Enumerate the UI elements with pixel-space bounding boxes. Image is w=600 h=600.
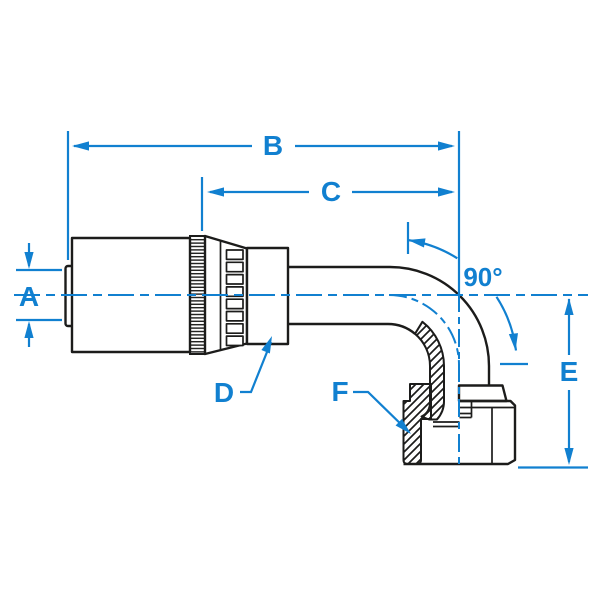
arrowhead	[261, 336, 272, 354]
leader-F: F	[331, 376, 411, 434]
d-leader-line	[240, 341, 273, 394]
crimp-window	[225, 298, 244, 310]
swivel-nut	[403, 399, 517, 466]
sectioned-nut-wall	[402, 383, 432, 465]
sectioned-tube-wall	[414, 320, 445, 421]
dim-label-c: C	[321, 176, 341, 207]
arrowhead	[408, 238, 426, 248]
crimp-window	[225, 249, 244, 261]
swivel-flange	[457, 384, 508, 403]
arrowhead	[438, 187, 455, 197]
elbow-tube-inner-edge	[288, 322, 416, 335]
arrowhead	[508, 333, 518, 351]
arrowhead	[24, 252, 34, 269]
nut-outline	[403, 399, 517, 466]
crimp-window	[225, 273, 244, 285]
dim-label-e: E	[560, 356, 579, 387]
dim-label-f: F	[331, 376, 348, 407]
dim-label-a: A	[19, 281, 39, 312]
leader-D: D	[214, 336, 273, 408]
dimension-E: E	[518, 298, 588, 469]
arrowhead	[24, 321, 34, 338]
dimension-B: B	[66, 130, 455, 260]
crimp-window	[225, 261, 244, 273]
internal-bore-lines	[433, 400, 473, 428]
crimp-window	[225, 335, 244, 347]
arrowhead	[395, 418, 411, 434]
crimp-window	[225, 286, 244, 298]
arrowhead	[564, 448, 574, 465]
dim-label-d: D	[214, 377, 234, 408]
dimension-C: C	[200, 176, 455, 231]
crimp-window	[225, 322, 244, 335]
angle-dimension-90: 90°	[406, 222, 528, 366]
dimension-annotations: B C A E	[14, 130, 588, 469]
arrowhead	[72, 141, 89, 151]
dim-label-b: B	[263, 130, 283, 161]
dimension-A: A	[16, 243, 62, 347]
crimp-windows	[225, 249, 244, 347]
arrowhead	[438, 141, 455, 151]
arrowhead	[564, 298, 574, 315]
crimp-window	[225, 310, 244, 322]
angle-label: 90°	[463, 262, 502, 292]
f-leader-line	[353, 390, 410, 433]
bend-centerline-arc	[388, 294, 460, 366]
fitting-drawing	[64, 234, 517, 466]
arrowhead	[207, 187, 224, 197]
